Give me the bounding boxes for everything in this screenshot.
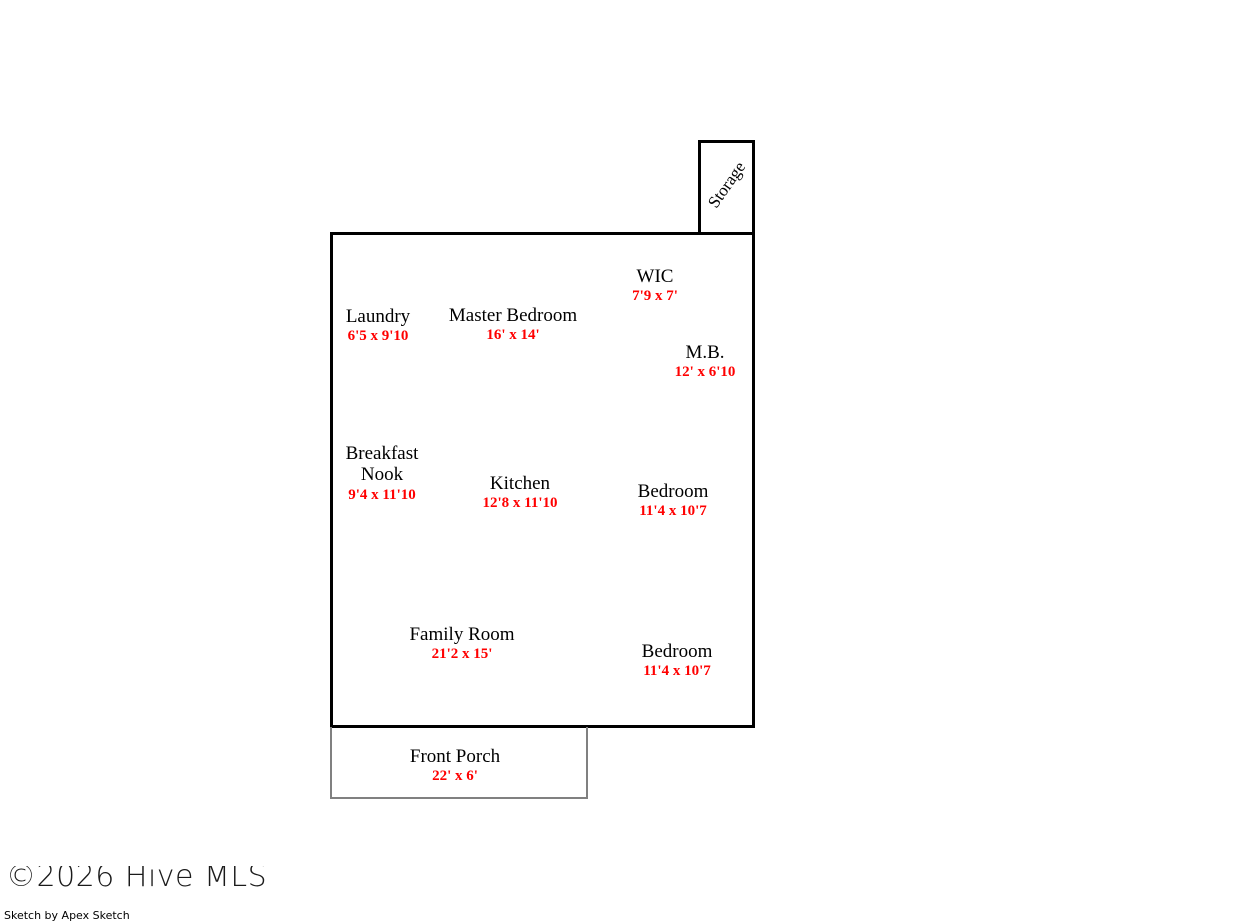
room-name-mb: M.B. bbox=[685, 342, 725, 363]
room-name-kitchen: Kitchen bbox=[489, 473, 551, 494]
room-name-bedroom-1: Bedroom bbox=[637, 481, 709, 502]
room-dimensions-front-porch: 22' x 6' bbox=[432, 768, 478, 785]
room-name-wic: WIC bbox=[636, 266, 674, 287]
room-dimensions-master-bedroom: 16' x 14' bbox=[486, 327, 540, 344]
room-name-breakfast-nook: Breakfast Nook bbox=[345, 443, 419, 486]
room-label-wic: WIC 7'9 x 7' bbox=[632, 266, 678, 305]
room-dimensions-laundry: 6'5 x 9'10 bbox=[347, 328, 409, 345]
room-label-kitchen: Kitchen 12'8 x 11'10 bbox=[482, 473, 557, 512]
room-label-bedroom-1: Bedroom 11'4 x 10'7 bbox=[638, 481, 709, 520]
room-dimensions-kitchen: 12'8 x 11'10 bbox=[482, 495, 558, 512]
room-label-bedroom-2: Bedroom 11'4 x 10'7 bbox=[642, 641, 713, 680]
room-dimensions-wic: 7'9 x 7' bbox=[632, 288, 678, 305]
storage-room-outline bbox=[698, 140, 755, 235]
room-dimensions-breakfast-nook: 9'4 x 11'10 bbox=[348, 486, 416, 503]
room-name-laundry: Laundry bbox=[345, 306, 411, 327]
room-label-front-porch: Front Porch 22' x 6' bbox=[410, 746, 500, 785]
room-dimensions-bedroom-2: 11'4 x 10'7 bbox=[643, 663, 711, 680]
sketch-credit: Sketch by Apex Sketch bbox=[4, 909, 130, 922]
mls-watermark-text: ©2026 Hive MLS bbox=[6, 866, 268, 892]
room-name-family-room: Family Room bbox=[409, 624, 515, 645]
front-porch-outline bbox=[330, 727, 588, 799]
room-label-mb: M.B. 12' x 6'10 bbox=[675, 342, 736, 381]
room-dimensions-mb: 12' x 6'10 bbox=[674, 364, 736, 381]
mls-watermark: ©2026 Hive MLS bbox=[6, 866, 267, 892]
room-name-master-bedroom: Master Bedroom bbox=[448, 305, 578, 326]
room-label-master-bedroom: Master Bedroom 16' x 14' bbox=[449, 305, 577, 344]
room-name-bedroom-2: Bedroom bbox=[641, 641, 713, 662]
room-dimensions-bedroom-1: 11'4 x 10'7 bbox=[639, 503, 707, 520]
room-label-laundry: Laundry 6'5 x 9'10 bbox=[346, 306, 410, 345]
room-dimensions-family-room: 21'2 x 15' bbox=[431, 646, 493, 663]
main-building-outline bbox=[330, 232, 755, 728]
room-name-front-porch: Front Porch bbox=[409, 746, 501, 767]
room-label-breakfast-nook: Breakfast Nook 9'4 x 11'10 bbox=[327, 443, 437, 503]
room-label-family-room: Family Room 21'2 x 15' bbox=[409, 624, 514, 663]
